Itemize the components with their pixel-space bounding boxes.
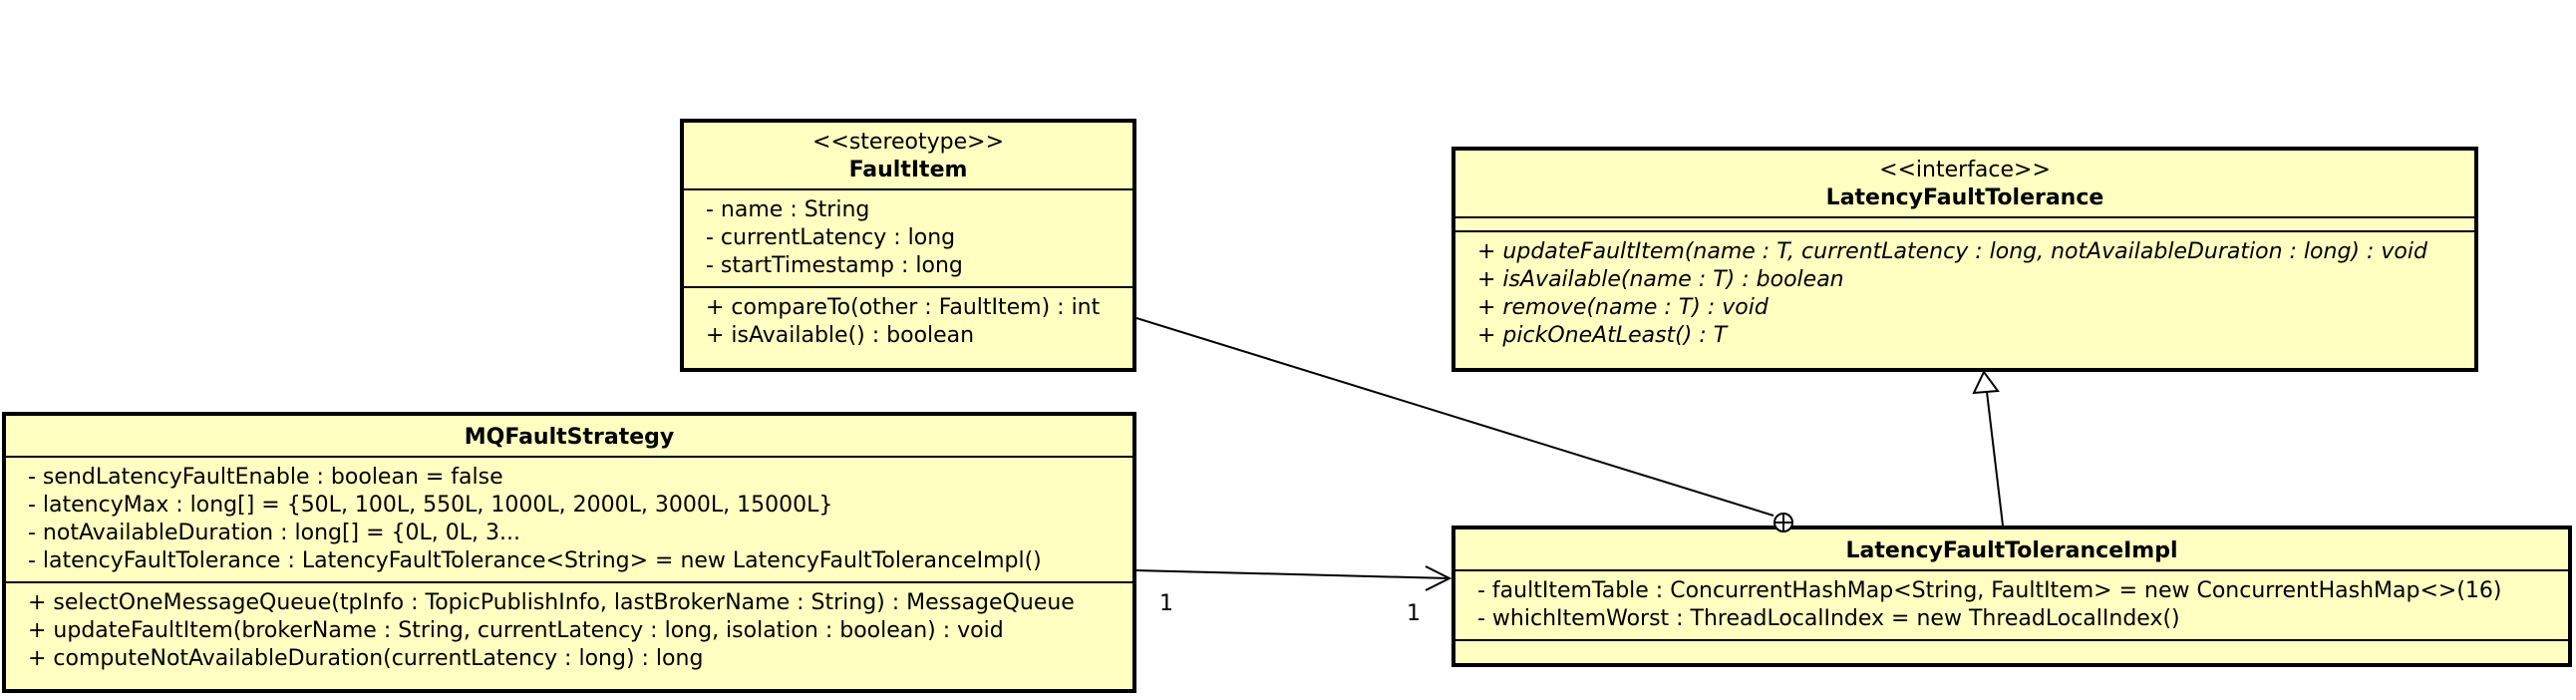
operations-compartment: + compareTo(other : FaultItem) : int + i… [684,286,1132,356]
association-line [1135,569,1450,579]
realization-line [1986,391,2004,526]
attributes-compartment: - sendLatencyFaultEnable : boolean = fal… [6,456,1132,581]
attribute: - currentLatency : long [706,225,956,250]
stereotype-label: <<stereotype>> [811,130,1005,155]
attribute: - sendLatencyFaultEnable : boolean = fal… [28,465,503,490]
attribute: - latencyFaultTolerance : LatencyFaultTo… [28,548,1042,573]
class-name: MQFaultStrategy [464,425,675,450]
operation: + pickOneAtLeast() : T [1477,323,1728,348]
operations-compartment: + updateFaultItem(name : T, currentLaten… [1455,230,2474,356]
operation: + selectOneMessageQueue(tpInfo : TopicPu… [28,590,1075,615]
nesting-line [1135,317,1774,517]
class-name: LatencyFaultToleranceImpl [1845,538,2178,563]
operation: + isAvailable(name : T) : boolean [1477,267,1844,292]
class-latency-fault-tolerance-impl[interactable]: LatencyFaultToleranceImpl - faultItemTab… [1451,525,2572,667]
operation: + computeNotAvailableDuration(currentLat… [28,646,704,671]
association-arrowhead-icon [1425,565,1452,591]
attribute: - whichItemWorst : ThreadLocalIndex = ne… [1477,606,2180,631]
attributes-compartment: - faultItemTable : ConcurrentHashMap<Str… [1455,569,2568,639]
attribute: - startTimestamp : long [706,253,963,278]
class-header: <<stereotype>> FaultItem [684,123,1132,188]
class-mq-fault-strategy[interactable]: MQFaultStrategy - sendLatencyFaultEnable… [2,412,1136,693]
attributes-compartment: - name : String - currentLatency : long … [684,188,1132,286]
operation: + isAvailable() : boolean [706,323,975,348]
class-fault-item[interactable]: <<stereotype>> FaultItem - name : String… [680,119,1136,372]
operation: + compareTo(other : FaultItem) : int [706,295,1101,320]
class-name: LatencyFaultTolerance [1825,185,2104,210]
realization-arrowhead-icon [1972,370,2000,395]
operations-compartment [1455,639,2568,655]
attribute: - notAvailableDuration : long[] = {0L, 0… [28,521,521,545]
class-header: <<interface>> LatencyFaultTolerance [1455,151,2474,216]
class-header: LatencyFaultToleranceImpl [1455,529,2568,569]
nesting-circle-plus-icon [1773,513,1793,532]
attribute: - name : String [706,197,870,222]
source-multiplicity: 1 [1159,591,1173,616]
operation: + updateFaultItem(name : T, currentLaten… [1477,239,2427,264]
attribute: - faultItemTable : ConcurrentHashMap<Str… [1477,578,2502,603]
attributes-compartment [1455,216,2474,230]
target-multiplicity: 1 [1407,601,1421,626]
class-name: FaultItem [848,158,968,182]
stereotype-label: <<interface>> [1879,158,2051,182]
operation: + updateFaultItem(brokerName : String, c… [28,618,1004,643]
operations-compartment: + selectOneMessageQueue(tpInfo : TopicPu… [6,581,1132,679]
operation: + remove(name : T) : void [1477,295,1769,320]
interface-latency-fault-tolerance[interactable]: <<interface>> LatencyFaultTolerance + up… [1451,147,2478,372]
attribute: - latencyMax : long[] = {50L, 100L, 550L… [28,493,833,518]
class-header: MQFaultStrategy [6,416,1132,456]
